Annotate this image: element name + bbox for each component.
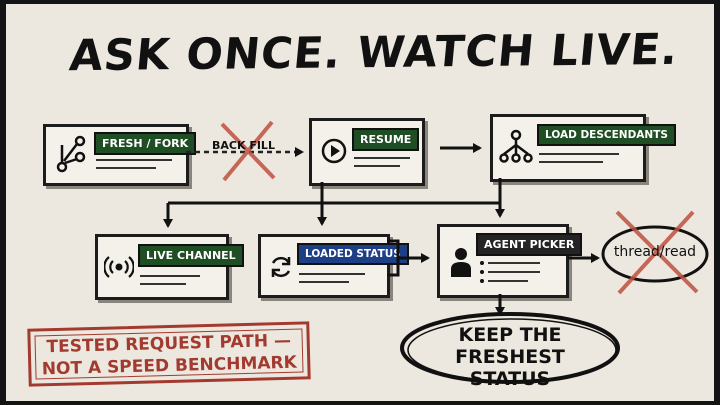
stamp-inner-border: [34, 328, 304, 380]
node-live-channel: LIVE CHANNEL: [95, 234, 244, 300]
text-line: [354, 157, 410, 159]
outcome-text: KEEP THE FRESHEST STATUS: [412, 324, 608, 390]
git-fork-icon: [56, 135, 86, 173]
broadcast-icon: [104, 256, 134, 278]
node-load-descendants: LOAD DESCENDANTS: [490, 114, 676, 182]
tag-live-channel: LIVE CHANNEL: [138, 244, 244, 267]
text-line: [299, 273, 365, 275]
refresh-icon: [271, 256, 291, 278]
tag-agent-picker: AGENT PICKER: [476, 233, 583, 256]
page-title: ASK ONCE. WATCH LIVE.: [67, 24, 681, 82]
text-line: [140, 283, 186, 285]
text-line: [539, 161, 603, 163]
node-loaded-status: LOADED STATUS: [258, 234, 409, 298]
tag-resume: RESUME: [352, 128, 420, 151]
thread-read-label: thread/read: [613, 244, 697, 260]
node-resume: RESUME: [309, 118, 425, 186]
node-agent-picker: AGENT PICKER: [437, 224, 583, 298]
disclaimer-stamp: TESTED REQUEST PATH — NOT A SPEED BENCHM…: [27, 321, 311, 387]
text-line: [96, 159, 172, 161]
tag-fresh-fork: FRESH / FORK: [94, 132, 197, 155]
text-line: [140, 275, 200, 277]
backfill-label: BACK FILL: [212, 139, 275, 152]
tag-loaded-status: LOADED STATUS: [297, 243, 409, 265]
play-circle-icon: [321, 138, 347, 164]
person-icon: [451, 248, 471, 277]
text-line: [96, 167, 156, 169]
outcome-line-2: FRESHEST STATUS: [455, 346, 565, 390]
hierarchy-icon: [499, 129, 533, 163]
tag-load-descendants: LOAD DESCENDANTS: [537, 124, 676, 146]
text-line: [539, 153, 619, 155]
text-line: [354, 165, 400, 167]
node-fresh-fork: FRESH / FORK: [43, 124, 197, 186]
outcome-line-1: KEEP THE: [458, 324, 562, 346]
text-line: [299, 281, 349, 283]
list-bullets: [480, 261, 540, 283]
